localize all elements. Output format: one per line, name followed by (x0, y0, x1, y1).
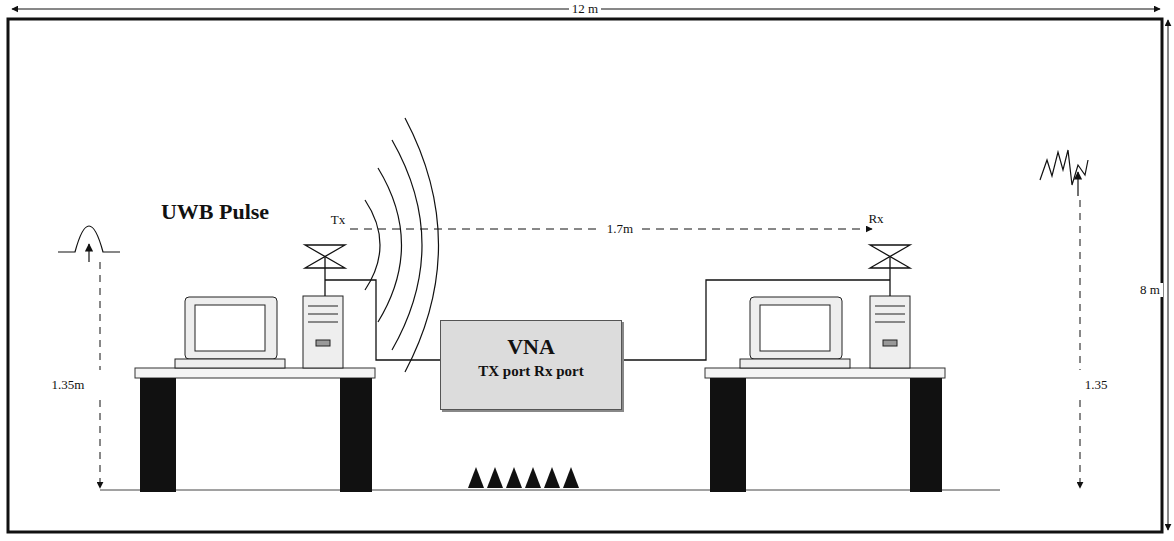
instrument-name: VNA (449, 335, 613, 359)
port-labels: TX port Rx port (449, 363, 613, 380)
link-dashed-line (642, 229, 872, 230)
absorber-cone (468, 467, 484, 488)
height-label: 1.35 (1082, 378, 1111, 392)
pulse-label: UWB Pulse (161, 200, 269, 224)
tx-antenna (305, 245, 345, 296)
floor-line (100, 490, 1000, 491)
right-table (705, 368, 945, 492)
right-computer (740, 296, 910, 368)
radiated-waves (365, 118, 439, 372)
absorber-cones (468, 467, 579, 488)
rx-cable (622, 280, 890, 360)
distance-label: 1.7m (604, 222, 636, 236)
absorber-cone (525, 467, 541, 488)
room-outline (8, 19, 1162, 532)
dimension-label: 8 m (1137, 283, 1163, 297)
transmitted-pulse (58, 226, 120, 262)
rx-antenna (870, 245, 910, 296)
height-dashed-line (1080, 200, 1081, 370)
height-dashed-line (1080, 400, 1081, 488)
height-dashed-line (100, 262, 101, 370)
tx-cable (325, 280, 440, 360)
left-computer (175, 296, 343, 368)
dimension-label: 12 m (569, 2, 601, 16)
height-dimension (1168, 20, 1169, 530)
vna-box: VNA TX port Rx port (440, 320, 622, 410)
absorber-cone (506, 467, 522, 488)
link-dashed-line (350, 229, 598, 230)
height-dashed-line (100, 400, 101, 488)
absorber-cone (487, 467, 503, 488)
antenna-label: Rx (868, 212, 883, 226)
absorber-cone (544, 467, 560, 488)
height-label: 1.35m (49, 378, 88, 392)
received-pulse (1040, 150, 1088, 196)
left-table (135, 368, 375, 492)
absorber-cone (563, 467, 579, 488)
antenna-label: Tx (331, 213, 345, 227)
